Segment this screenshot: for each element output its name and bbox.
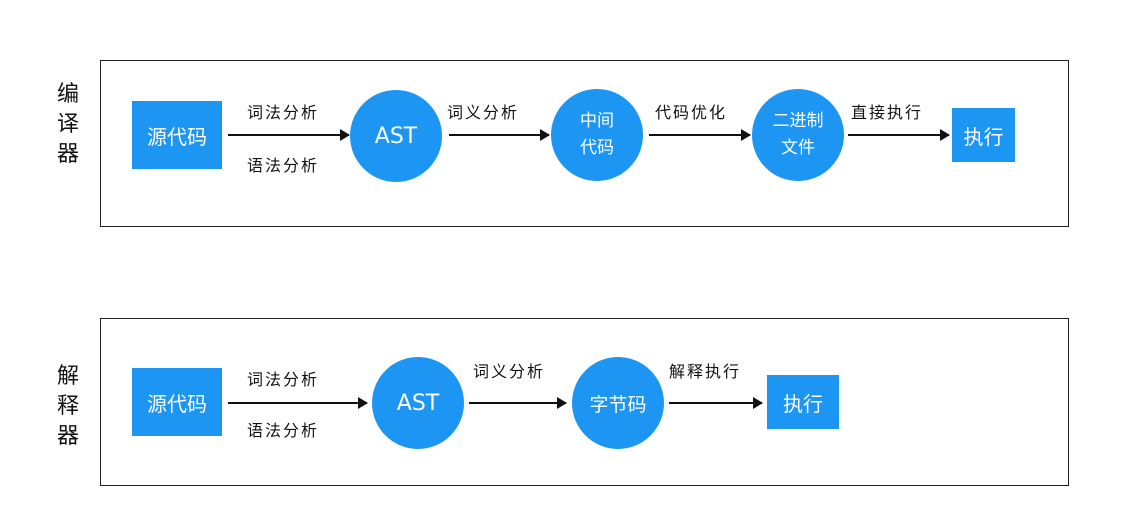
compiler-label-char-3: 器	[56, 142, 79, 167]
compiler-label-char-1: 编	[56, 82, 79, 107]
compiler-binary-file-node: 二进制 文件	[752, 89, 844, 181]
compiler-arrow-ast-to-ir	[449, 129, 550, 141]
compiler-syntax-analysis-label: 语法分析	[247, 156, 320, 175]
ir-node-line-1: 中间	[580, 111, 614, 131]
interpreter-arrow-ast-to-bytecode	[469, 397, 567, 409]
compiler-intermediate-code-node: 中间 代码	[551, 89, 643, 181]
ir-node-line-2: 代码	[580, 138, 614, 158]
interpreter-lexical-analysis-label: 词法分析	[247, 370, 320, 389]
compiler-code-optimize-label: 代码优化	[655, 103, 728, 122]
interpreter-label: 解 释 器	[54, 362, 82, 452]
compiler-arrow-binary-to-exec	[848, 129, 950, 141]
interpreter-label-char-2: 释	[56, 394, 79, 419]
interpreter-arrow-source-to-ast	[228, 397, 368, 409]
interpreter-syntax-analysis-label: 语法分析	[247, 421, 320, 440]
compiler-arrow-ir-to-binary	[649, 129, 751, 141]
interpreter-source-code-node: 源代码	[132, 368, 222, 436]
interpreter-arrow-bytecode-to-exec	[669, 397, 763, 409]
interpreter-label-char-3: 器	[56, 424, 79, 449]
interpreter-label-char-1: 解	[56, 364, 79, 389]
compiler-exec-node: 执行	[952, 108, 1015, 162]
compiler-source-code-node: 源代码	[132, 101, 222, 169]
compiler-ast-node: AST	[350, 90, 442, 182]
interpreter-bytecode-node: 字节码	[572, 357, 664, 449]
interpreter-semantic-analysis-label: 词义分析	[473, 362, 546, 381]
compiler-arrow-source-to-ast	[228, 129, 350, 141]
compiler-label: 编 译 器	[54, 80, 82, 170]
binary-node-line-1: 二进制	[772, 111, 824, 131]
compiler-lexical-analysis-label: 词法分析	[247, 103, 320, 122]
compiler-direct-exec-label: 直接执行	[851, 103, 924, 122]
compiler-label-char-2: 译	[56, 112, 79, 137]
binary-node-line-2: 文件	[781, 138, 815, 158]
interpreter-interpret-exec-label: 解释执行	[669, 362, 742, 381]
interpreter-exec-node: 执行	[767, 375, 839, 429]
interpreter-ast-node: AST	[372, 357, 464, 449]
compiler-semantic-analysis-label: 词义分析	[447, 103, 520, 122]
